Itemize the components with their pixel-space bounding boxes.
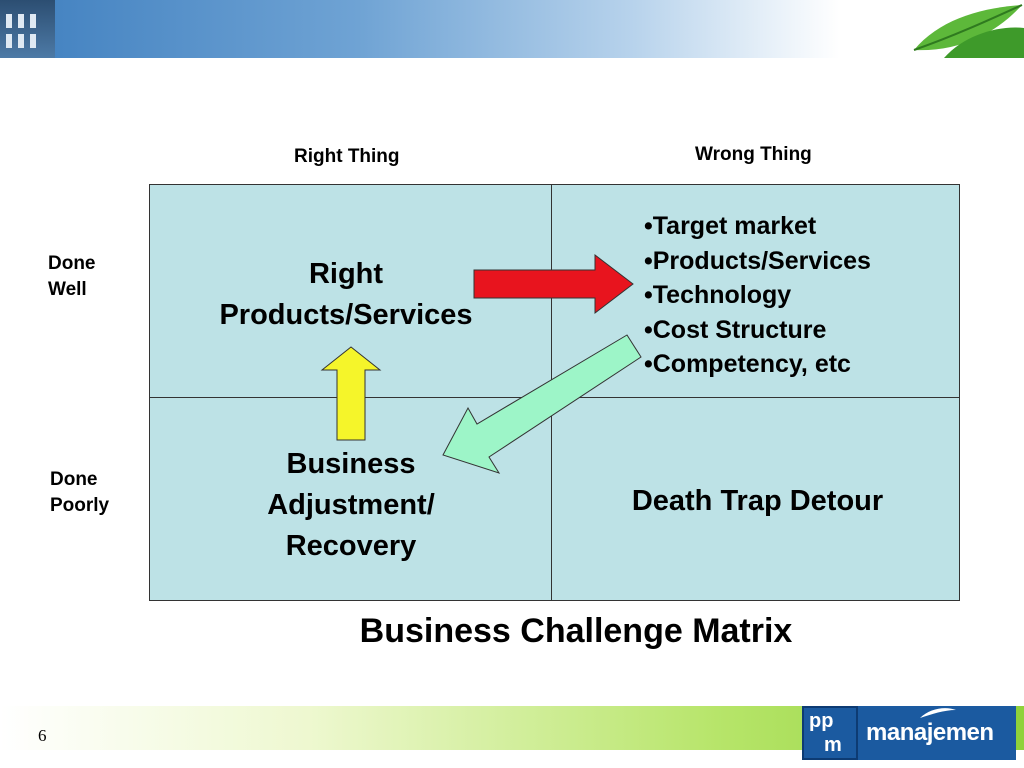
bullet-item: •Technology (644, 281, 792, 309)
building-image (0, 0, 55, 58)
red-arrow (473, 253, 634, 315)
column-label-wrong-thing: Wrong Thing (695, 144, 812, 165)
green-arrow (442, 334, 642, 474)
page-number: 6 (38, 726, 47, 745)
header-banner (0, 0, 1024, 58)
column-label-right-thing: Right Thing (294, 146, 400, 167)
ppm-logo-mark: pp m (802, 706, 858, 760)
bullet-item: •Products/Services (644, 246, 871, 275)
diagram-title: Business Challenge Matrix (359, 612, 793, 650)
bullet-item: •Cost Structure (644, 315, 827, 344)
yellow-arrow (320, 346, 382, 441)
bullet-item: •Competency, etc (644, 350, 851, 378)
row-label-done-poorly: Done Poorly (50, 469, 110, 516)
logo-ppm-bottom: m (824, 734, 842, 756)
logo-wordmark: manajemen (866, 719, 994, 746)
quadrant-bottom-left-text: Business Adjustment/ Recovery (267, 448, 435, 562)
logo-wordmark-box: manajemen (858, 706, 1016, 760)
logo-swoosh-icon (920, 708, 956, 718)
bullet-item: •Target market (644, 212, 817, 240)
logo-ppm-top: pp (809, 710, 834, 732)
quadrant-top-right-list: •Target market •Products/Services •Techn… (644, 209, 871, 382)
leaf-decoration (913, 4, 1024, 58)
row-label-done-well: Done Well (48, 253, 96, 300)
company-logo: pp m manajemen (802, 706, 1016, 760)
quadrant-bottom-right-text: Death Trap Detour (631, 485, 884, 517)
quadrant-top-left-text: Right Products/Services (219, 258, 473, 331)
